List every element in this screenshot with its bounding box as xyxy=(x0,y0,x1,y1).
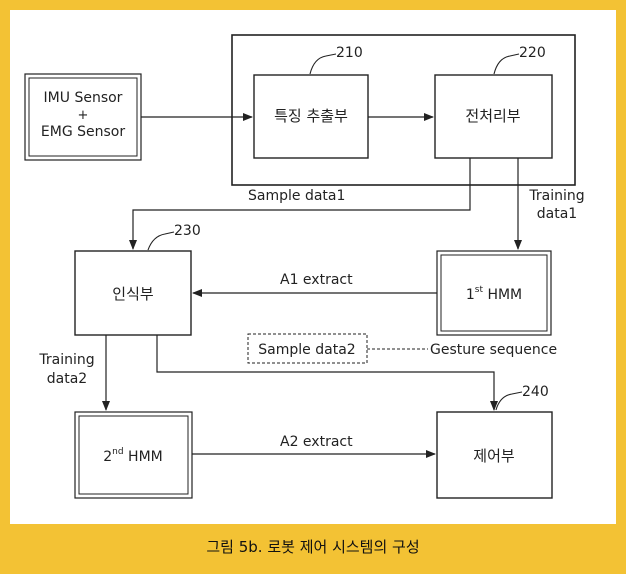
control-block: 제어부 xyxy=(436,411,553,499)
ref-220-leader xyxy=(493,53,520,75)
label-sample-data1: Sample data1 xyxy=(248,188,345,204)
arrow-sample-data1 xyxy=(129,158,471,250)
sample-data2-box xyxy=(247,333,368,364)
hmm2-block: 2nd HMM xyxy=(74,411,193,499)
hmm1-label: 1st HMM xyxy=(466,285,522,303)
diagram-panel: IMU Sensor + EMG Sensor 특징 추출부 210 전처리부 … xyxy=(10,10,616,524)
label-training1-line1: Training xyxy=(528,188,584,204)
sensor-block: IMU Sensor + EMG Sensor xyxy=(24,73,142,161)
feature-extraction-block: 특징 추출부 xyxy=(253,74,369,159)
sensor-line1: IMU Sensor xyxy=(44,90,123,106)
preprocessing-label: 전처리부 xyxy=(465,107,520,125)
figure-caption: 그림 5b. 로봇 제어 시스템의 구성 xyxy=(206,538,420,556)
label-training2-line2: data2 xyxy=(47,371,87,387)
processing-group-frame xyxy=(231,34,576,186)
ref-240-leader xyxy=(495,391,523,411)
recognition-block: 인식부 xyxy=(74,250,192,336)
label-a1-extract: A1 extract xyxy=(280,272,353,288)
feature-extraction-label: 특징 추출부 xyxy=(274,107,348,125)
control-label: 제어부 xyxy=(473,447,515,465)
label-sample-data2: Sample data2 xyxy=(258,342,355,358)
recognition-label: 인식부 xyxy=(112,285,154,303)
sensor-line3: EMG Sensor xyxy=(41,124,125,140)
sensor-line2: + xyxy=(78,108,89,123)
ref-210-leader xyxy=(309,53,337,75)
ref-230-leader xyxy=(147,231,175,251)
preprocessing-block: 전처리부 xyxy=(434,74,553,159)
robot-control-diagram: IMU Sensor + EMG Sensor 특징 추출부 210 전처리부 … xyxy=(24,34,585,499)
label-gesture-sequence: Gesture sequence xyxy=(430,342,557,358)
hmm1-block: 1st HMM xyxy=(436,250,552,336)
arrow-to-control xyxy=(156,335,498,411)
ref-230: 230 xyxy=(174,223,201,239)
ref-210: 210 xyxy=(336,45,363,61)
label-a2-extract: A2 extract xyxy=(280,434,353,450)
hmm2-label: 2nd HMM xyxy=(103,447,162,465)
ref-220: 220 xyxy=(519,45,546,61)
label-training2-line1: Training xyxy=(38,352,94,368)
label-training1-line2: data1 xyxy=(537,206,577,222)
ref-240: 240 xyxy=(522,384,549,400)
